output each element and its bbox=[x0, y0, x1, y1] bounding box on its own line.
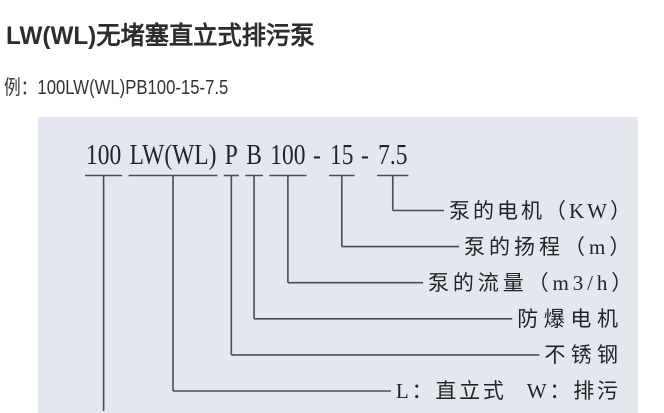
model-token-explosion-proof: B bbox=[246, 140, 262, 171]
model-token-orientation-size: 100 bbox=[86, 140, 122, 171]
model-token-stainless: P bbox=[224, 140, 238, 171]
model-separator: - bbox=[305, 140, 331, 171]
page-title: LW(WL)无堵塞直立式排污泵 bbox=[6, 22, 315, 50]
example-model-text: 例：100LW(WL)PB100-15-7.5 bbox=[4, 77, 229, 99]
model-separator bbox=[121, 140, 129, 171]
model-token-flow: 100 bbox=[270, 140, 306, 171]
model-separator bbox=[262, 140, 270, 171]
diagram-label-orientation: L：直立式 W：排污 bbox=[395, 379, 621, 403]
model-token-head: 15 bbox=[330, 140, 354, 171]
diagram-label-stainless: 不锈钢 bbox=[544, 342, 624, 367]
model-separator bbox=[216, 140, 224, 171]
model-token-orientation: LW(WL) bbox=[129, 140, 217, 171]
diagram-label-flow: 泵的流量（m3/h） bbox=[428, 270, 637, 295]
diagram-panel bbox=[38, 117, 638, 413]
diagram-label-head: 泵的扬程（m） bbox=[464, 234, 635, 259]
model-token-motor-power: 7.5 bbox=[378, 140, 408, 171]
model-separator bbox=[238, 140, 246, 171]
diagram-label-explosion-proof: 防爆电机 bbox=[517, 306, 624, 331]
model-separator: - bbox=[353, 140, 379, 171]
model-designation: 100 LW(WL) P B 100 - 15 - 7.5 bbox=[86, 142, 407, 170]
diagram-label-motor-power: 泵的电机（KW） bbox=[449, 198, 634, 223]
